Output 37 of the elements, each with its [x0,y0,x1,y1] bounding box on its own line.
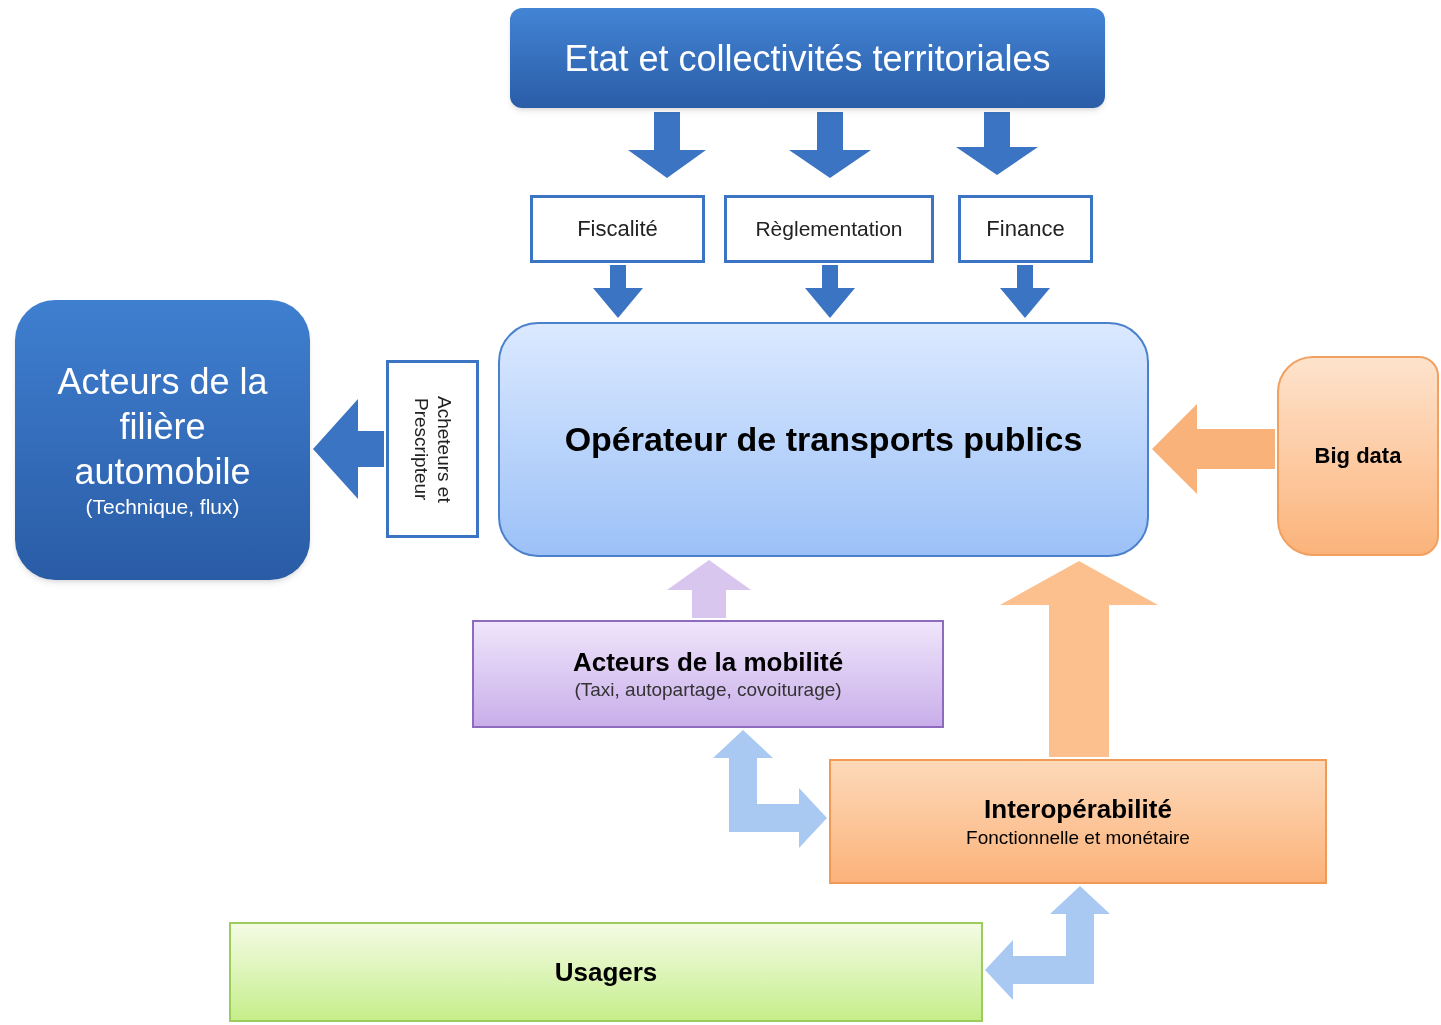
node-title: Acheteurs et Prescripteur [409,394,457,505]
node-title: Big data [1314,442,1402,470]
callout-arrow [313,399,384,499]
double-arrow [713,730,827,848]
users-box [229,922,983,1022]
interop-box [829,759,1327,884]
block-arrow [628,112,706,178]
callout-box [724,195,934,263]
block-arrow [1152,404,1275,494]
data-box [1277,356,1439,556]
actor-box [15,300,310,580]
node-subtitle: (Taxi, autopartage, covoiturage) [574,678,842,703]
callout-arrow [593,265,643,318]
node-title: Acteurs de la filière automobile [56,360,269,495]
callout-arrow [805,265,855,318]
double-arrow [985,886,1110,1000]
node-title: Fiscalité [577,215,658,243]
callout-box [958,195,1093,263]
callout-box [386,360,479,538]
block-arrow [789,112,871,178]
node-title: Opérateur de transports publics [564,419,1083,461]
title-box [510,8,1105,108]
callout-box [530,195,705,263]
node-title: Usagers [554,955,658,989]
node-subtitle: Fonctionnelle et monétaire [966,825,1190,850]
callout-arrow [1000,265,1050,318]
node-title: Finance [986,215,1065,243]
node-title: Etat et collectivités territoriales [564,36,1051,81]
node-title: Règlementation [755,215,903,242]
node-title: Interopérabilité [984,793,1172,826]
node-title: Acteurs de la mobilité [572,645,844,679]
block-arrow [956,112,1038,175]
mobility-box [472,620,944,728]
block-arrow [667,560,751,618]
operator-box [498,322,1149,557]
node-subtitle: (Technique, flux) [85,494,240,521]
block-arrow [1000,561,1158,757]
